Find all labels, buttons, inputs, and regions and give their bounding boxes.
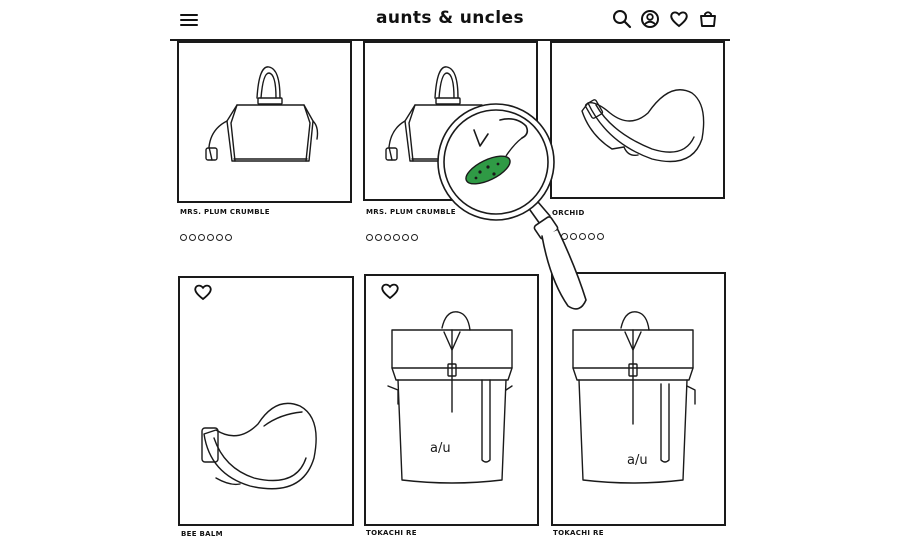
- product-name[interactable]: TOKACHI RE: [553, 529, 604, 537]
- color-swatch[interactable]: [216, 234, 223, 241]
- account-icon[interactable]: [640, 9, 660, 29]
- color-swatch[interactable]: [225, 234, 232, 241]
- product-image[interactable]: [363, 41, 538, 201]
- backpack-icon: a/u: [572, 311, 696, 484]
- handbag-icon: [205, 66, 319, 162]
- color-swatch[interactable]: [180, 234, 187, 241]
- product-image[interactable]: a/u: [364, 274, 539, 526]
- color-swatch[interactable]: [375, 234, 382, 241]
- heart-icon[interactable]: [669, 9, 689, 29]
- color-swatch[interactable]: [198, 234, 205, 241]
- product-name[interactable]: ORCHID: [552, 209, 585, 217]
- color-swatch[interactable]: [207, 234, 214, 241]
- color-swatches: [366, 234, 418, 241]
- product-image[interactable]: [178, 276, 354, 526]
- color-swatch[interactable]: [402, 234, 409, 241]
- bag-mark: a/u: [430, 441, 451, 456]
- search-icon[interactable]: [612, 9, 632, 29]
- color-swatch[interactable]: [411, 234, 418, 241]
- color-swatches: [552, 233, 604, 240]
- sling-bag-icon: [581, 89, 705, 163]
- product-name[interactable]: MRS. PLUM CRUMBLE: [180, 208, 270, 216]
- bag-mark: a/u: [627, 453, 648, 468]
- color-swatch[interactable]: [588, 233, 595, 240]
- product-name[interactable]: MRS. PLUM CRUMBLE: [366, 208, 456, 216]
- color-swatch[interactable]: [561, 233, 568, 240]
- color-swatch[interactable]: [570, 233, 577, 240]
- backpack-icon: a/u: [387, 311, 513, 484]
- sling-bag-icon: [201, 402, 317, 490]
- shopping-bag-icon[interactable]: [698, 9, 718, 29]
- color-swatch[interactable]: [552, 233, 559, 240]
- color-swatch[interactable]: [189, 234, 196, 241]
- color-swatch[interactable]: [366, 234, 373, 241]
- product-image[interactable]: [177, 41, 352, 203]
- color-swatch[interactable]: [393, 234, 400, 241]
- color-swatch[interactable]: [579, 233, 586, 240]
- product-name[interactable]: TOKACHI RE: [366, 529, 417, 537]
- product-image[interactable]: a/u: [551, 272, 726, 526]
- header-divider: [170, 39, 730, 41]
- wishlist-heart-icon[interactable]: [380, 282, 400, 300]
- color-swatches: [180, 234, 232, 241]
- brand-logo[interactable]: aunts & uncles: [376, 8, 524, 28]
- wishlist-heart-icon[interactable]: [193, 283, 213, 301]
- color-swatch[interactable]: [597, 233, 604, 240]
- product-name[interactable]: BEE BALM: [181, 530, 223, 538]
- handbag-icon: [385, 66, 492, 162]
- product-image[interactable]: [550, 41, 725, 199]
- menu-icon[interactable]: [180, 11, 198, 27]
- color-swatch[interactable]: [384, 234, 391, 241]
